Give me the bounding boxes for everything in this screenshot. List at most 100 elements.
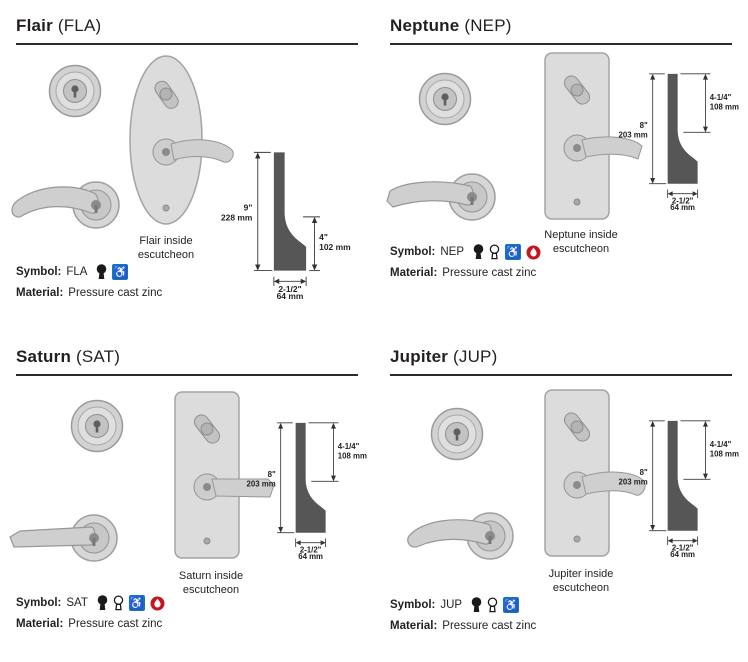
profile-shape: [667, 73, 698, 184]
height-mm-label: 203 mm: [619, 477, 648, 486]
deadbolt-image: [418, 72, 472, 131]
escutcheon-caption: Saturn inside escutcheon: [178, 570, 244, 597]
product-panel-neptune: Neptune (NEP): [374, 0, 748, 331]
deadbolt-image: [430, 407, 484, 466]
product-code: (SAT): [75, 347, 121, 366]
knob-solid-icon: [97, 595, 108, 610]
height-mm-label: 203 mm: [247, 479, 276, 488]
material-row: Material: Pressure cast zinc: [390, 267, 541, 279]
product-meta: Symbol: JUP ♿ Material: Pressure cast zi…: [390, 597, 536, 639]
symbol-value: FLA: [66, 266, 88, 278]
product-title: Flair (FLA): [16, 16, 358, 45]
knob-outline-icon: [489, 244, 500, 260]
knob-solid-icon: [473, 244, 484, 259]
product-code: (FLA): [57, 16, 102, 35]
material-value: Pressure cast zinc: [68, 618, 163, 630]
lever-image: [380, 170, 500, 229]
width-mm-label: 64 mm: [670, 203, 695, 211]
product-title: Jupiter (JUP): [390, 347, 732, 376]
symbol-row: Symbol: SAT ♿: [16, 595, 165, 611]
escutcheon-image: [542, 387, 656, 564]
fire-rating-icon: [150, 596, 165, 610]
ada-icon: ♿: [128, 595, 145, 611]
lever-image: [2, 511, 122, 570]
symbol-label: Symbol:: [390, 599, 436, 611]
width-inch-label: 2-1/2": [278, 284, 301, 294]
width-inch-label: 2-1/2": [300, 546, 322, 555]
symbol-icons: ♿: [473, 244, 541, 260]
side-inch-label: 4-1/4": [338, 442, 360, 451]
side-inch-label: 4": [319, 232, 328, 242]
knob-outline-icon: [487, 597, 498, 613]
escutcheon-image: [126, 52, 236, 233]
symbol-value: JUP: [440, 599, 463, 611]
profile-shape: [273, 152, 307, 271]
profile-shape: [667, 420, 698, 531]
product-code: (JUP): [453, 347, 498, 366]
product-name: Neptune: [390, 16, 460, 35]
product-name: Jupiter: [390, 347, 449, 366]
symbol-row: Symbol: FLA ♿: [16, 264, 162, 280]
width-mm-label: 64 mm: [670, 550, 695, 558]
escutcheon-caption: Jupiter inside escutcheon: [548, 568, 614, 595]
symbol-value: NEP: [440, 246, 465, 258]
fire-rating-icon: [526, 245, 541, 259]
symbol-label: Symbol:: [390, 246, 436, 258]
product-code: (NEP): [464, 16, 512, 35]
side-inch-label: 4-1/4": [710, 440, 732, 449]
knob-solid-icon: [471, 597, 482, 612]
lever-image: [398, 509, 518, 568]
escutcheon-image: [542, 50, 656, 227]
knob-solid-icon: [97, 264, 107, 279]
symbol-icons: ♿: [471, 597, 520, 613]
dimension-diagram: 8" 203 mm 4-1/4" 108 mm 2-1/2" 64 mm: [612, 415, 744, 563]
ada-icon: ♿: [505, 244, 522, 260]
width-inch-label: 2-1/2": [672, 197, 694, 206]
width-mm-label: 64 mm: [298, 552, 323, 560]
height-inch-label: 8": [640, 121, 648, 130]
material-label: Material:: [390, 267, 438, 279]
product-panel-jupiter: Jupiter (JUP): [374, 331, 748, 662]
escutcheon-image: [172, 389, 286, 566]
lever-image: [4, 178, 124, 237]
product-meta: Symbol: NEP ♿ Material: Pressure cast zi…: [390, 244, 541, 286]
width-mm-label: 64 mm: [277, 291, 304, 300]
product-meta: Symbol: FLA ♿ Material: Pressure cast zi…: [16, 264, 162, 306]
ada-icon: ♿: [112, 264, 129, 280]
side-mm-label: 108 mm: [710, 450, 739, 459]
width-inch-label: 2-1/2": [672, 544, 694, 553]
symbol-icons: ♿: [96, 264, 129, 280]
side-mm-label: 102 mm: [319, 242, 350, 252]
symbol-row: Symbol: NEP ♿: [390, 244, 541, 260]
dimension-diagram: 8" 203 mm 4-1/4" 108 mm 2-1/2" 64 mm: [612, 68, 744, 216]
deadbolt-image: [70, 399, 124, 458]
symbol-label: Symbol:: [16, 266, 62, 278]
side-mm-label: 108 mm: [338, 452, 367, 461]
dimension-diagram: 8" 203 mm 4-1/4" 108 mm 2-1/2" 64 mm: [240, 417, 372, 565]
material-label: Material:: [16, 287, 64, 299]
height-mm-label: 203 mm: [619, 130, 648, 139]
height-mm-label: 228 mm: [221, 213, 252, 223]
material-row: Material: Pressure cast zinc: [390, 620, 536, 632]
deadbolt-image: [48, 64, 102, 123]
ada-icon: ♿: [503, 597, 520, 613]
material-value: Pressure cast zinc: [442, 267, 537, 279]
material-value: Pressure cast zinc: [442, 620, 537, 632]
dimension-diagram: 9" 228 mm 4" 102 mm 2-1/2" 64 mm: [214, 146, 356, 305]
symbol-value: SAT: [66, 597, 88, 609]
product-name: Flair: [16, 16, 53, 35]
material-row: Material: Pressure cast zinc: [16, 618, 165, 630]
product-title: Saturn (SAT): [16, 347, 358, 376]
product-panel-flair: Flair (FLA): [0, 0, 374, 331]
material-value: Pressure cast zinc: [68, 287, 163, 299]
material-label: Material:: [390, 620, 438, 632]
material-label: Material:: [16, 618, 64, 630]
product-title: Neptune (NEP): [390, 16, 732, 45]
product-meta: Symbol: SAT ♿ Material: Pressure cast zi…: [16, 595, 165, 637]
escutcheon-caption: Flair inside escutcheon: [137, 235, 195, 262]
knob-outline-icon: [113, 595, 124, 611]
symbol-row: Symbol: JUP ♿: [390, 597, 536, 613]
height-inch-label: 9": [244, 203, 253, 213]
height-inch-label: 8": [640, 468, 648, 477]
